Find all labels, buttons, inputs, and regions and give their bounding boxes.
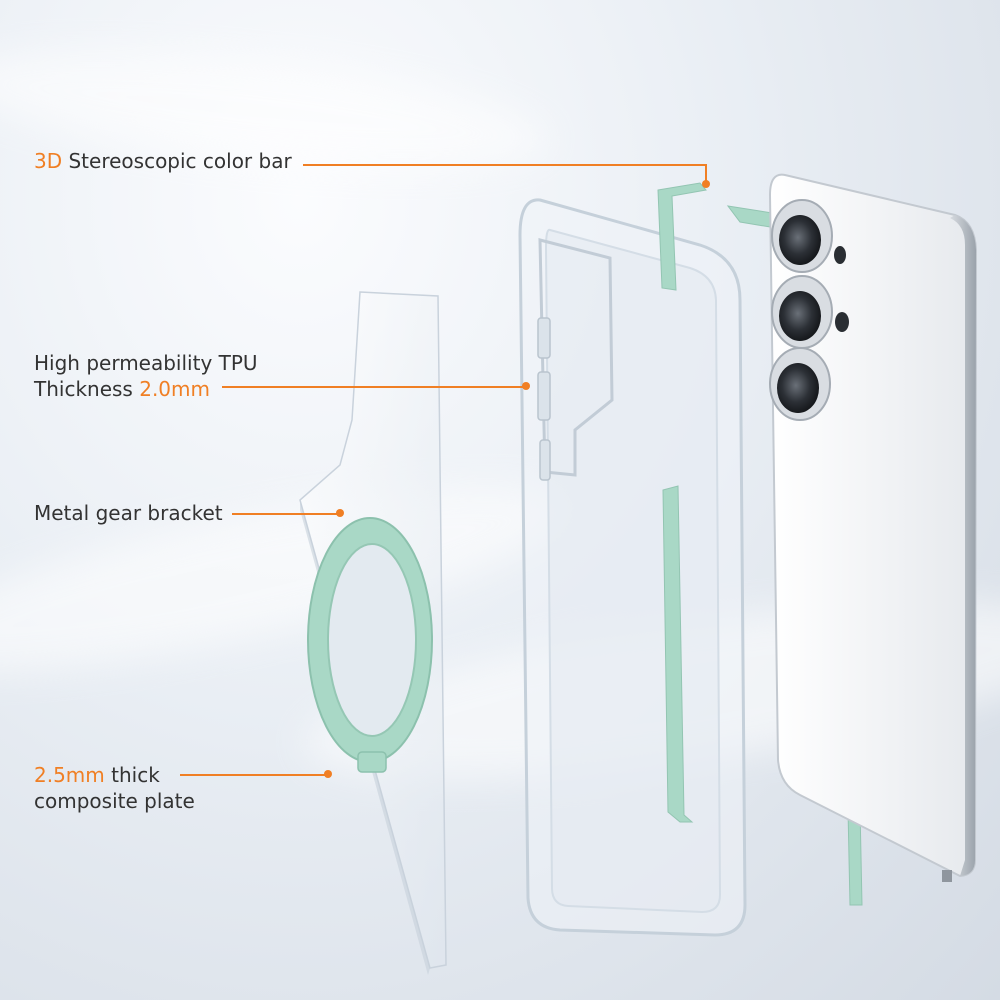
sensor-icon (835, 312, 849, 332)
flash-icon (834, 246, 846, 264)
tpu-line1: High permeability TPU (34, 351, 258, 375)
callout-bracket: Metal gear bracket (34, 500, 223, 526)
phone (768, 173, 978, 882)
bracket-leader (232, 513, 338, 515)
tpu-thickness-value: 2.0mm (139, 377, 210, 401)
leader-dot-icon (324, 770, 332, 778)
color-bar-accent: 3D (34, 149, 63, 173)
callout-plate: 2.5mm thick composite plate (34, 762, 195, 814)
camera-module (769, 199, 849, 421)
tpu-leader (222, 386, 524, 388)
tpu-thickness-label: Thickness (34, 377, 140, 401)
leader-dot-icon (522, 382, 530, 390)
leader-dot-icon (702, 180, 710, 188)
color-bar-leader-vertical (705, 164, 707, 182)
callout-color-bar: 3D Stereoscopic color bar (34, 148, 292, 174)
camera-lens-icon (771, 199, 833, 273)
plate-line2: composite plate (34, 789, 195, 813)
camera-lens-icon (771, 275, 833, 349)
plate-thickness-label: thick (104, 763, 160, 787)
metal-gear-bracket (307, 517, 433, 773)
callout-tpu: High permeability TPU Thickness 2.0mm (34, 350, 258, 402)
plate-leader (180, 774, 326, 776)
plate-thickness-value: 2.5mm (34, 763, 105, 787)
color-bar-leader (303, 164, 705, 166)
tpu-frame (518, 198, 747, 937)
color-bar-text: Stereoscopic color bar (62, 149, 292, 173)
bracket-text: Metal gear bracket (34, 501, 223, 525)
camera-lens-icon (769, 347, 831, 421)
leader-dot-icon (336, 509, 344, 517)
